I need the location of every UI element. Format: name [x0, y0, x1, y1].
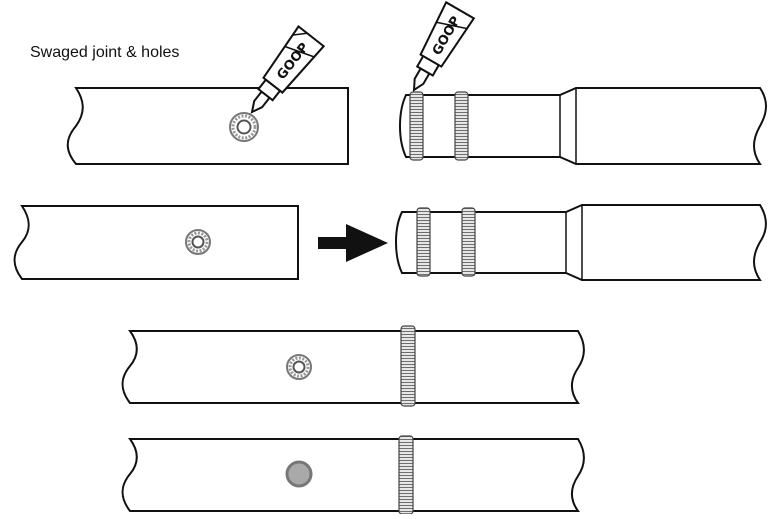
swaged-pipe	[395, 204, 767, 281]
swaged-pipe-goop: GOOP	[399, 0, 767, 165]
diagram-caption: Swaged joint & holes	[30, 44, 180, 61]
joined-pipe	[121, 325, 585, 407]
arrow-right-icon	[318, 224, 388, 262]
goop-tube-icon: GOOP	[412, 0, 476, 92]
pipe-with-hole	[13, 205, 299, 280]
hole-ring	[229, 112, 259, 142]
sealed-joined-pipe	[121, 435, 585, 515]
